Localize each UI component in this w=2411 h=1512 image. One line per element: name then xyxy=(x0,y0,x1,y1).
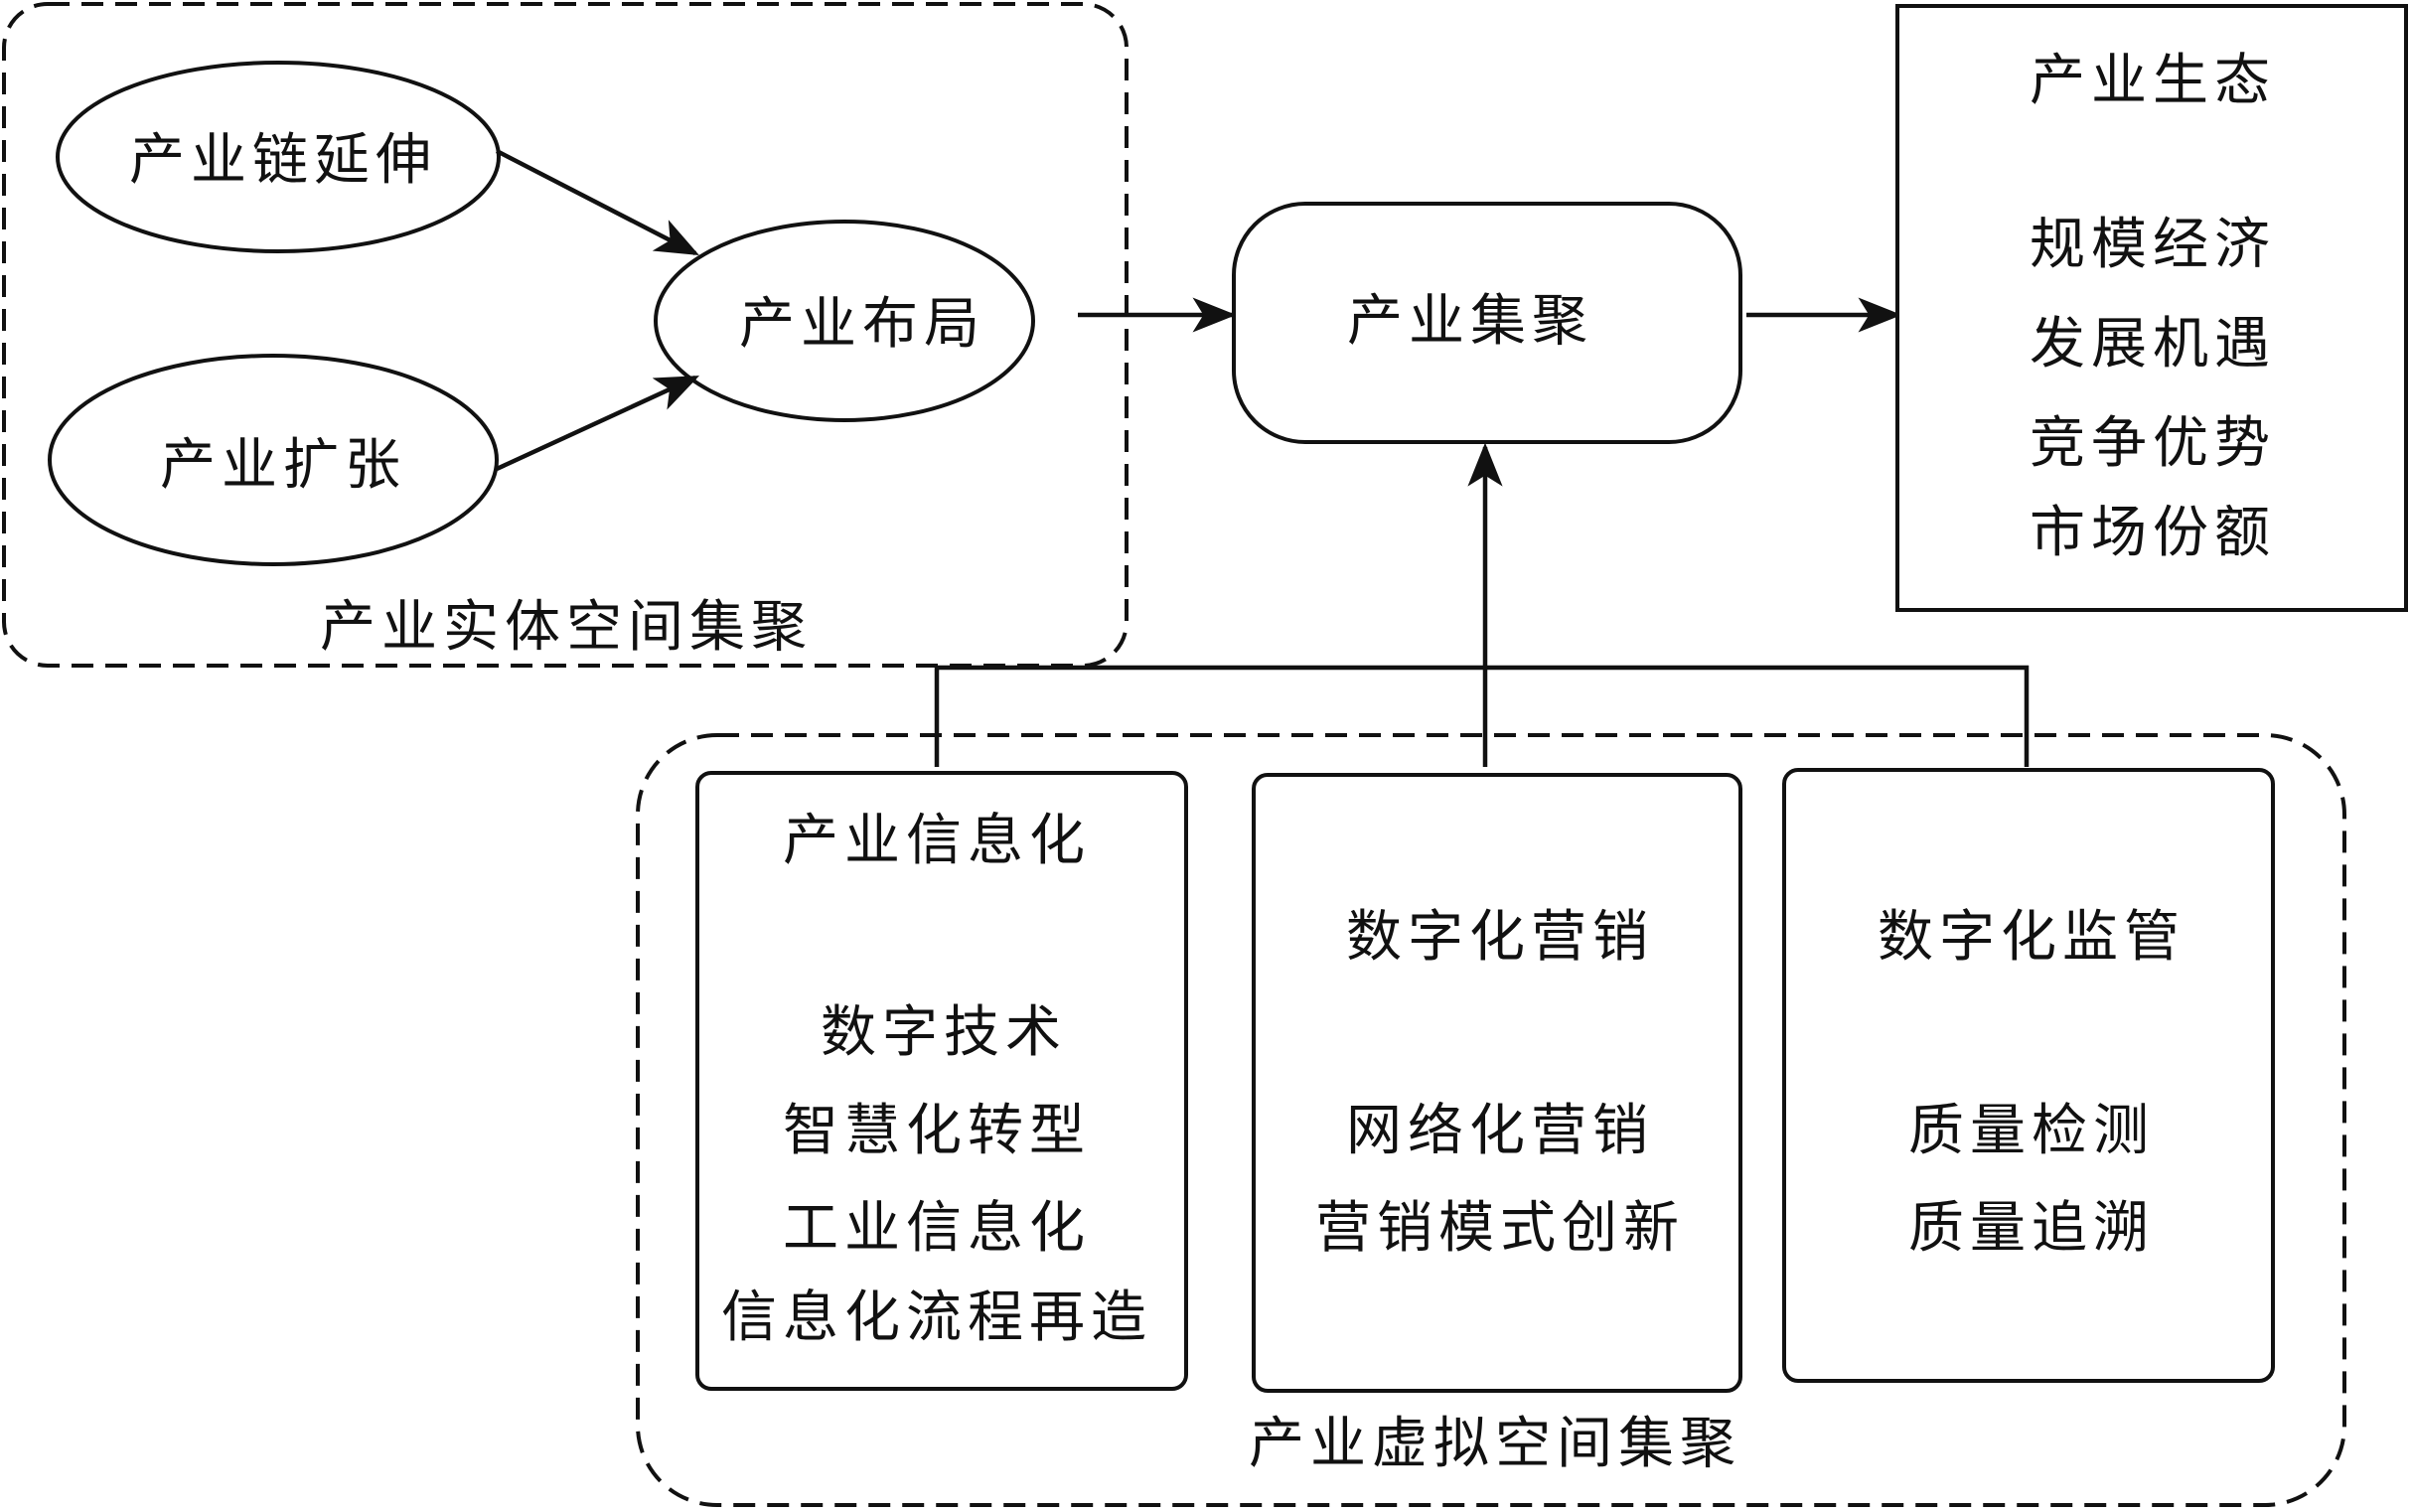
digital-supervision-box xyxy=(1782,768,2275,1383)
virtual-space-group-label: 产业虚拟空间集聚 xyxy=(1249,1412,1741,1476)
physical-space-group-border xyxy=(2,2,1129,668)
industry-expansion-node xyxy=(48,354,499,566)
supervision-item: 质量检测 xyxy=(1908,1099,2155,1163)
informatization-title: 产业信息化 xyxy=(783,809,1091,873)
arrow-expansion-to-layout xyxy=(496,375,699,472)
ecology-item: 竞争优势 xyxy=(2030,411,2276,476)
virtual-connector-bus xyxy=(934,665,2030,767)
chain-extension-node xyxy=(56,61,501,253)
informatization-box xyxy=(695,771,1188,1391)
informatization-item: 数字技术 xyxy=(821,1000,1067,1065)
physical-space-group-label: 产业实体空间集聚 xyxy=(320,595,813,660)
informatization-item: 智慧化转型 xyxy=(783,1099,1091,1163)
informatization-item: 信息化流程再造 xyxy=(721,1285,1152,1350)
industry-layout-label: 产业布局 xyxy=(739,292,985,357)
marketing-item: 网络化营销 xyxy=(1346,1099,1654,1163)
industry-cluster-node xyxy=(1232,202,1742,444)
chain-extension-label: 产业链延伸 xyxy=(129,128,437,193)
supervision-title: 数字化监管 xyxy=(1878,905,2185,970)
ecology-item: 发展机遇 xyxy=(2030,312,2276,377)
industry-ecology-box xyxy=(1895,4,2408,612)
industry-layout-node xyxy=(654,220,1035,422)
ecology-item: 规模经济 xyxy=(2030,213,2276,277)
virtual-space-group-border xyxy=(636,733,2346,1507)
supervision-item: 质量追溯 xyxy=(1908,1196,2155,1261)
arrow-chain-to-layout xyxy=(495,148,699,256)
marketing-item: 营销模式创新 xyxy=(1315,1196,1685,1261)
industry-cluster-label: 产业集聚 xyxy=(1347,289,1593,354)
ecology-title: 产业生态 xyxy=(2030,49,2276,113)
informatization-item: 工业信息化 xyxy=(783,1196,1091,1261)
digital-marketing-box xyxy=(1252,773,1742,1393)
industry-expansion-label: 产业扩张 xyxy=(160,433,406,498)
marketing-title: 数字化营销 xyxy=(1346,905,1654,970)
ecology-item: 市场份额 xyxy=(2030,501,2276,565)
